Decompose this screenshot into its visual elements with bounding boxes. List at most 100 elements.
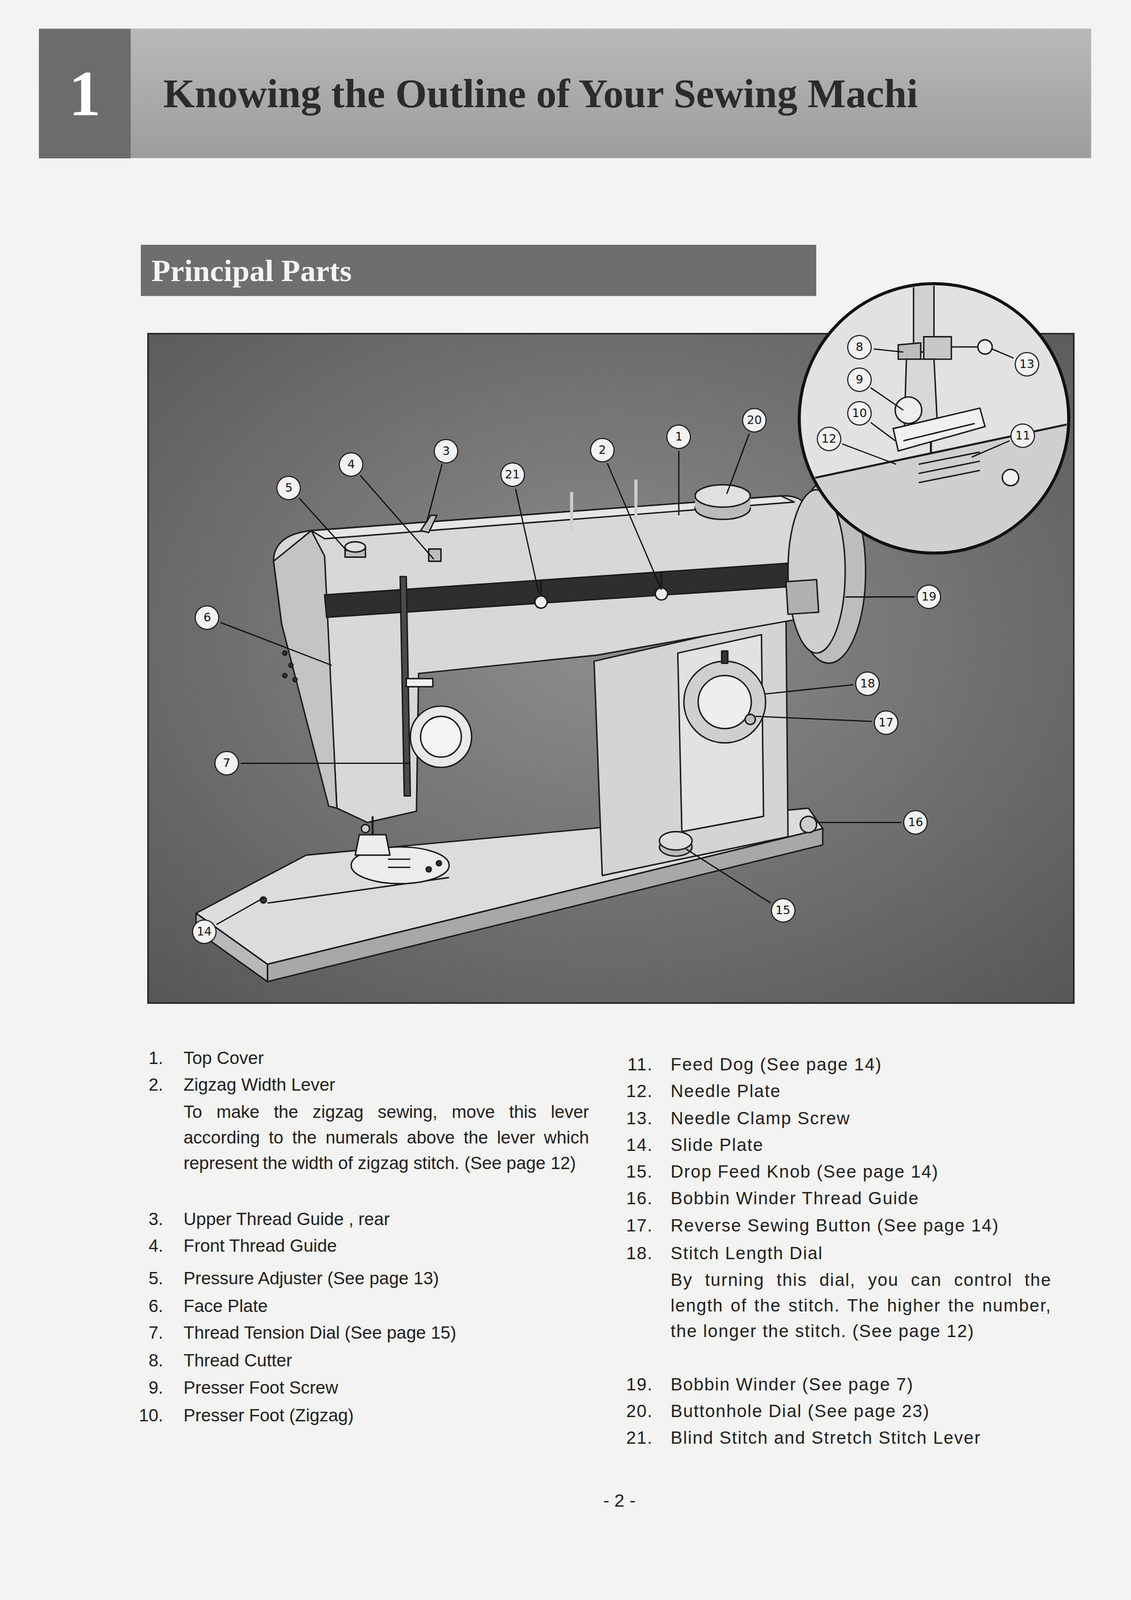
- leader-line: [992, 348, 1014, 358]
- detail-inset: [903, 423, 975, 442]
- part-name: Top Cover: [183, 1045, 605, 1072]
- detail-inset: [895, 396, 922, 424]
- node-text: Principal Parts: [151, 252, 352, 289]
- callout-number: 18: [855, 671, 880, 697]
- callout-number: 21: [500, 462, 525, 488]
- pillar: [594, 617, 789, 876]
- item-number: 17.: [604, 1212, 653, 1240]
- part-name: Bobbin Winder Thread Guide: [670, 1185, 1119, 1213]
- item-number: 15.: [604, 1158, 653, 1186]
- callout-number: 10: [847, 401, 872, 426]
- header-band: [38, 28, 1092, 159]
- item-number: 11.: [604, 1051, 653, 1079]
- machine-arm: [273, 496, 809, 823]
- part-name: Presser Foot (Zigzag): [183, 1402, 605, 1430]
- callout-number: 8: [847, 335, 872, 360]
- part-name: Presser Foot Screw: [183, 1374, 605, 1402]
- handwheel: [787, 489, 846, 653]
- callout-number: 4: [338, 452, 364, 477]
- item-number: 20.: [604, 1398, 653, 1425]
- part-name: Front Thread Guide: [183, 1232, 605, 1260]
- callout-number: 20: [742, 408, 767, 433]
- machine-arm: [292, 677, 298, 682]
- leader-line: [607, 463, 661, 591]
- item-number: 4.: [115, 1232, 164, 1260]
- node-text: 18: [859, 678, 875, 690]
- item-number: 14.: [604, 1132, 653, 1159]
- callout-number: 12: [816, 426, 842, 452]
- leader-line: [216, 898, 264, 926]
- leader-line: [841, 443, 896, 465]
- leader-line: [686, 849, 771, 904]
- node-text: 3: [442, 445, 450, 458]
- base-plate: [267, 829, 823, 983]
- needle-area: [355, 816, 390, 856]
- part-name: Stitch Length Dial: [670, 1240, 1119, 1268]
- callout-number: 6: [194, 605, 220, 631]
- item-number: 12.: [604, 1078, 653, 1105]
- controls: [345, 479, 817, 857]
- item-number: 1.: [115, 1045, 164, 1072]
- node-text: 1: [68, 57, 101, 131]
- page-number: - 2 -: [539, 1487, 700, 1515]
- callout-number: 7: [214, 751, 240, 776]
- leader-line: [515, 488, 539, 594]
- part-name: Thread Cutter: [183, 1347, 605, 1375]
- leader-line: [726, 433, 750, 495]
- part-name: Reverse Sewing Button (See page 14): [670, 1212, 1119, 1240]
- callout-number: 14: [192, 919, 217, 945]
- callout-number: 17: [873, 710, 899, 736]
- leader-line: [678, 451, 680, 516]
- header-band: [38, 28, 1092, 159]
- page-title: Knowing the Outline of Your Sewing Machi: [163, 28, 919, 159]
- machine-arm: [282, 651, 288, 656]
- part-name: Blind Stitch and Stretch Stitch Lever: [670, 1424, 1119, 1452]
- detail-inset: [806, 423, 1072, 572]
- part-name: Buttonhole Dial (See page 23): [670, 1398, 1119, 1425]
- leader-line: [873, 348, 904, 353]
- base-plate: [426, 866, 432, 873]
- node-text: 7: [222, 757, 231, 770]
- node-text: 14: [196, 926, 212, 938]
- callout-number: 16: [903, 810, 928, 835]
- machine-arm: [273, 530, 338, 809]
- machine-arm: [273, 496, 809, 823]
- callout-number: 9: [847, 367, 872, 393]
- machine-arm: [324, 563, 788, 618]
- controls: [420, 716, 462, 758]
- leader-line: [241, 762, 411, 764]
- part-name: Upper Thread Guide , rear: [183, 1206, 605, 1233]
- node-text: 10: [851, 407, 867, 420]
- item-number: 13.: [604, 1105, 653, 1133]
- needle-area: [361, 824, 370, 833]
- callout-number: 3: [433, 439, 459, 464]
- item-number: 6.: [115, 1293, 164, 1320]
- item-number: 3.: [115, 1206, 164, 1233]
- pillar: [721, 651, 728, 664]
- callout-number: 2: [590, 437, 615, 463]
- pillar: [698, 675, 752, 729]
- base-plate: [260, 897, 267, 904]
- controls: [659, 831, 692, 850]
- part-name: Needle Clamp Screw: [670, 1105, 1119, 1133]
- item-number: 21.: [604, 1424, 653, 1452]
- detail-inset: [898, 343, 921, 360]
- leader-line: [299, 498, 348, 552]
- node-text: 6: [203, 611, 211, 624]
- pillar: [594, 617, 789, 876]
- sewing-machine: [195, 479, 866, 982]
- controls: [535, 595, 548, 609]
- callout-number: 5: [276, 475, 301, 501]
- callout-number: 1: [666, 424, 691, 450]
- leader-line: [870, 422, 896, 441]
- pillar: [745, 714, 756, 725]
- part-name: Drop Feed Knob (See page 14): [670, 1158, 1119, 1186]
- item-number: 7.: [115, 1319, 164, 1347]
- callout-number: 13: [1014, 352, 1040, 377]
- machine-arm: [282, 673, 288, 679]
- item-number: 9.: [115, 1374, 164, 1402]
- leader-line: [971, 441, 1010, 458]
- part-name: Feed Dog (See page 14): [670, 1051, 1119, 1079]
